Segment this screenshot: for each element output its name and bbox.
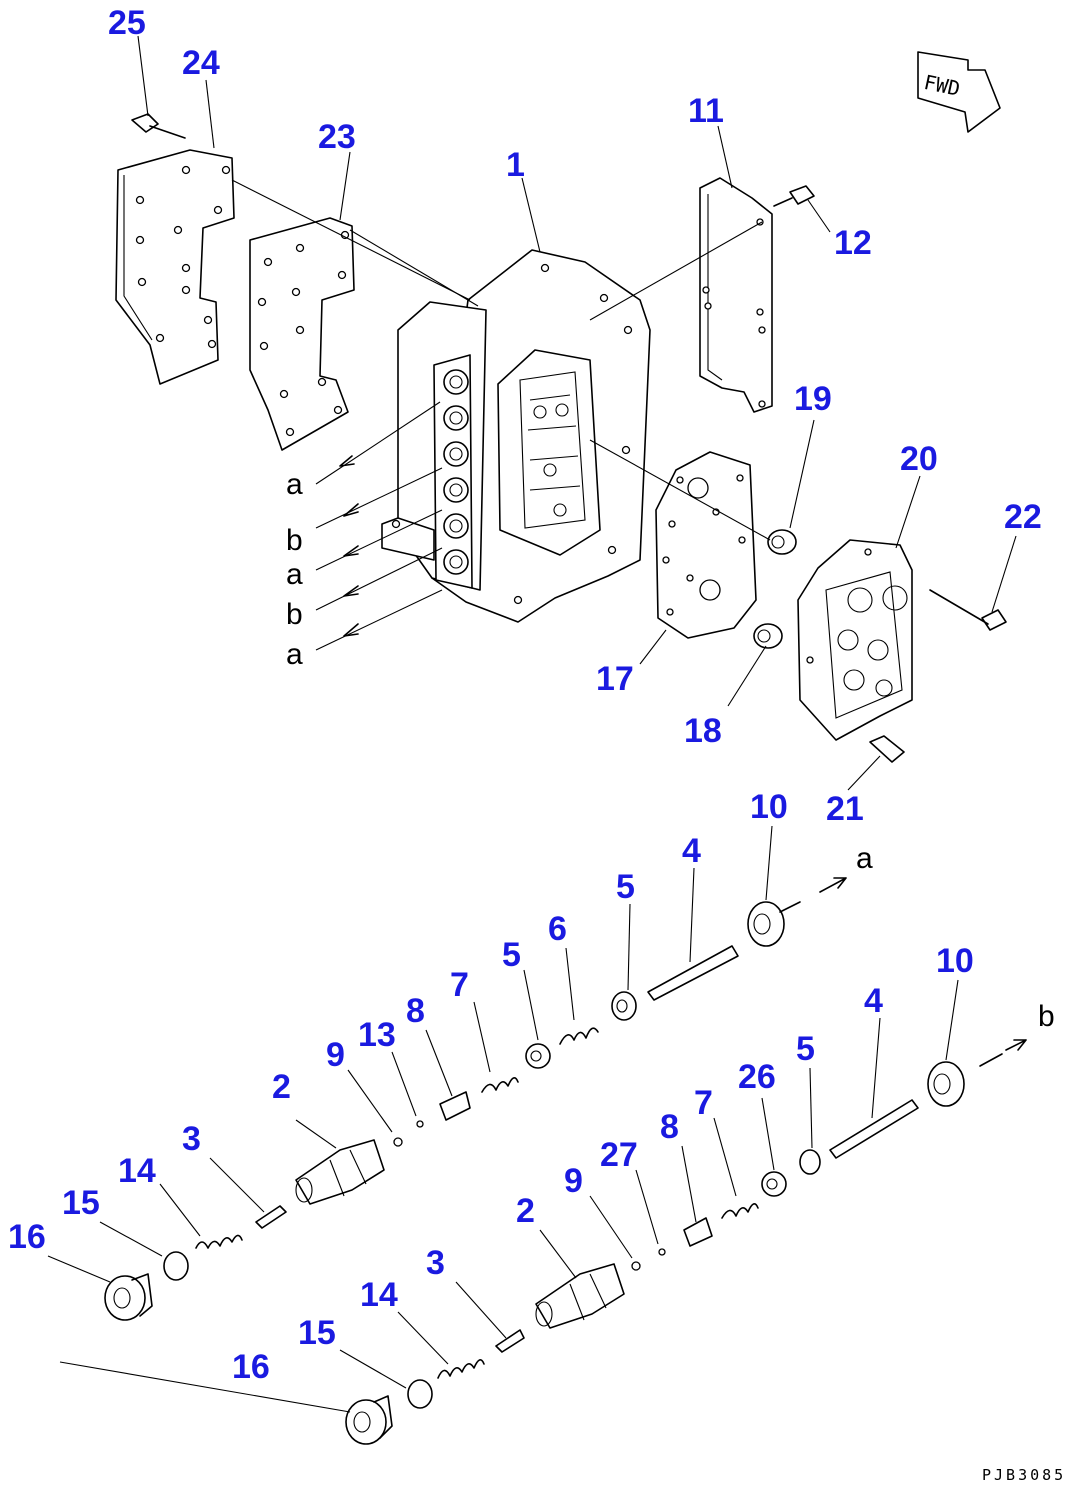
leader-lines-upper [137, 35, 1017, 791]
callout-12: 12 [834, 224, 872, 262]
part-18-plug [753, 623, 783, 649]
part-22-bolt [929, 589, 1007, 631]
ref-arrows [315, 401, 443, 651]
callout-5b: 5 [502, 936, 521, 974]
spool-assembly-a [104, 877, 847, 1321]
part-17-gasket [655, 451, 757, 639]
callout-11: 11 [688, 92, 724, 130]
ref-b-2: b [286, 598, 303, 631]
callout-18: 18 [684, 712, 722, 750]
callout-1: 1 [506, 146, 525, 184]
callout-24: 24 [182, 44, 220, 82]
callout-16a: 16 [8, 1218, 46, 1256]
callout-26: 26 [738, 1058, 776, 1096]
callout-3b: 3 [426, 1244, 445, 1282]
callout-19: 19 [794, 380, 832, 418]
part-20-valve-cover [797, 539, 913, 741]
callout-22: 22 [1004, 498, 1042, 536]
callout-5c: 5 [796, 1030, 815, 1068]
callout-15a: 15 [62, 1184, 100, 1222]
callout-3a: 3 [182, 1120, 201, 1158]
callout-8a: 8 [406, 992, 425, 1030]
callout-15b: 15 [298, 1314, 336, 1352]
fwd-label: FWD [922, 70, 962, 101]
reference-letters: a b a b a a b [286, 468, 1055, 1033]
callout-17: 17 [596, 660, 634, 698]
callout-10a: 10 [750, 788, 788, 826]
callout-8b: 8 [660, 1108, 679, 1146]
ref-a-1: a [286, 468, 303, 501]
ref-a-2: a [286, 558, 303, 591]
callout-numbers: 25 24 23 1 11 12 19 20 22 17 18 21 10 4 … [8, 4, 1042, 1386]
callout-10b: 10 [936, 942, 974, 980]
callout-5a: 5 [616, 868, 635, 906]
callout-14b: 14 [360, 1276, 398, 1314]
spool-assembly-b [345, 1039, 1027, 1445]
callout-9a: 9 [326, 1036, 345, 1074]
drawing-code: PJB3085 [982, 1466, 1066, 1484]
callout-16b: 16 [232, 1348, 270, 1386]
callout-23: 23 [318, 118, 356, 156]
callout-4a: 4 [682, 832, 701, 870]
part-24-cover-plate [115, 149, 235, 385]
callout-6: 6 [548, 910, 567, 948]
callout-20: 20 [900, 440, 938, 478]
callout-2b: 2 [516, 1192, 535, 1230]
part-23-gasket [249, 217, 355, 451]
part-19-plug [767, 529, 797, 555]
ref-b-1: b [286, 524, 303, 557]
forward-direction-icon: FWD [917, 51, 1001, 133]
ref-a-assembly: a [856, 842, 873, 875]
callout-25: 25 [108, 4, 146, 42]
part-11-plate [699, 177, 773, 413]
leader-lines-lower [47, 825, 959, 1413]
callout-14a: 14 [118, 1152, 156, 1190]
callout-2a: 2 [272, 1068, 291, 1106]
callout-7b: 7 [694, 1084, 713, 1122]
callout-9b: 9 [564, 1162, 583, 1200]
ref-b-assembly: b [1038, 1000, 1055, 1033]
callout-4b: 4 [864, 982, 883, 1020]
callout-27: 27 [600, 1136, 638, 1174]
ref-a-3: a [286, 638, 303, 671]
callout-21: 21 [826, 790, 864, 828]
part-1-valve-body [381, 249, 651, 623]
part-25-bolt [131, 113, 186, 139]
callout-13: 13 [358, 1016, 396, 1054]
callout-7a: 7 [450, 966, 469, 1004]
part-21-bolt [869, 735, 905, 763]
part-12-bolt [773, 185, 815, 207]
